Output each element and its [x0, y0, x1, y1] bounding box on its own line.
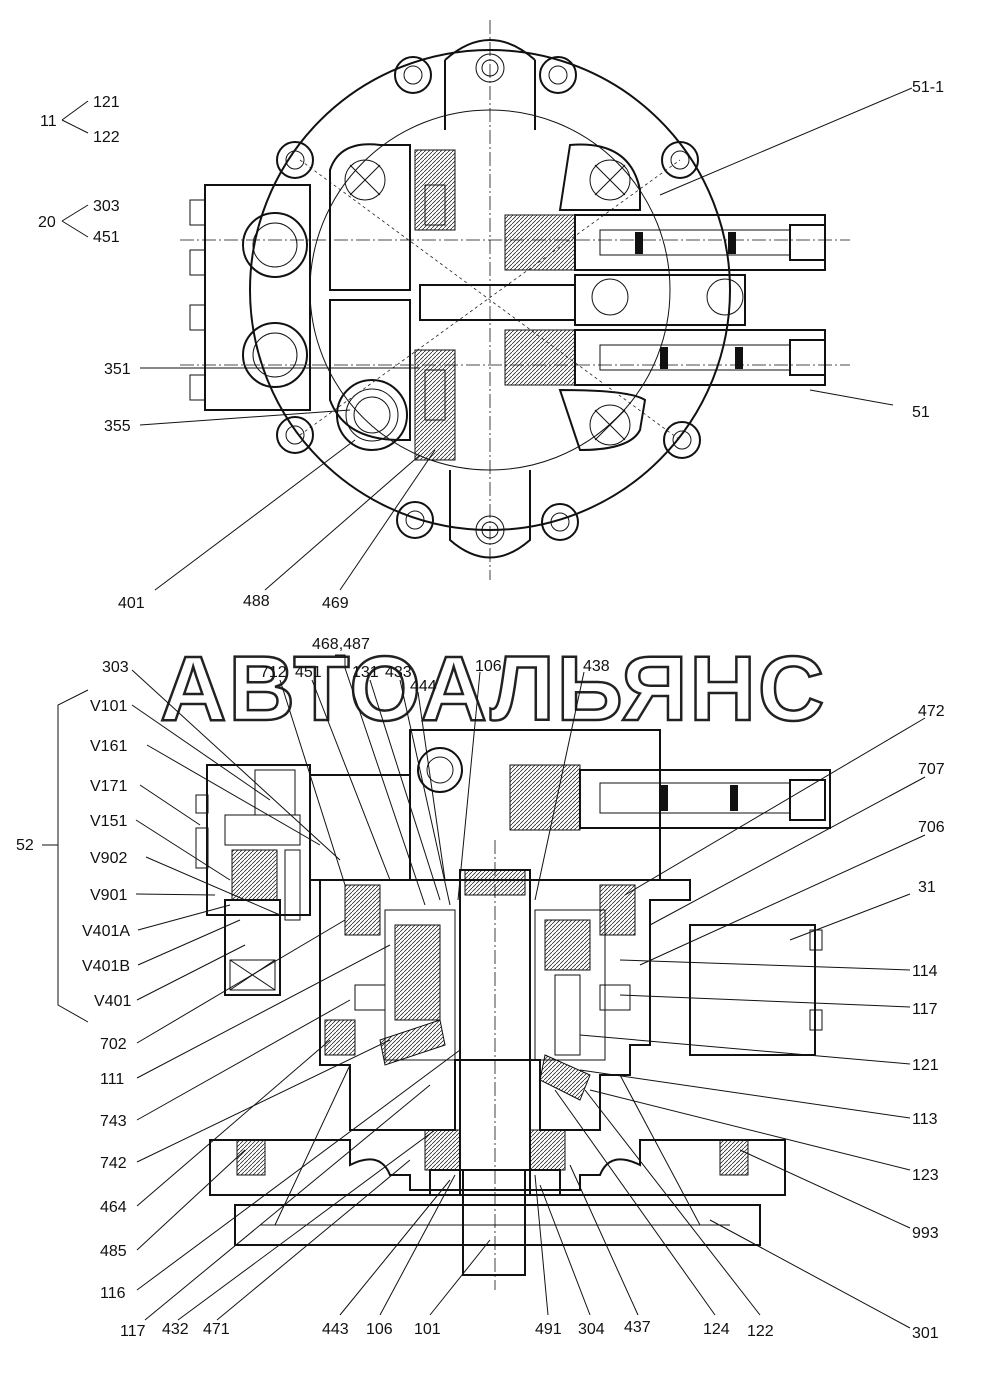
callout-V401A: V401A: [82, 923, 130, 940]
callout-11: 11: [40, 113, 57, 130]
callout-438: 438: [583, 658, 610, 675]
callout-106-bottom: 106: [366, 1321, 393, 1338]
callout-116: 116: [100, 1285, 126, 1302]
callout-743: 743: [100, 1113, 127, 1130]
callout-471: 471: [203, 1321, 230, 1338]
section-view: [195, 729, 831, 1290]
callout-443: 443: [322, 1321, 349, 1338]
top-view: [180, 20, 850, 580]
callout-451: 451: [93, 229, 120, 246]
watermark-text: АВТОАЛЬЯНС: [160, 638, 826, 740]
callout-V101: V101: [90, 698, 127, 715]
callout-707: 707: [918, 761, 945, 778]
callout-468-487: 468,487: [312, 636, 370, 653]
callout-469: 469: [322, 595, 349, 612]
callout-433: 433: [385, 664, 412, 681]
callout-113: 113: [912, 1111, 938, 1128]
callout-303: 303: [93, 198, 120, 215]
callout-451-section: 451: [295, 664, 322, 681]
callout-31: 31: [918, 879, 936, 896]
callout-351: 351: [104, 361, 131, 378]
leader-lines: [42, 87, 926, 1329]
callout-485: 485: [100, 1243, 127, 1260]
callout-401: 401: [118, 595, 145, 612]
callout-702: 702: [100, 1036, 127, 1053]
callout-114: 114: [912, 963, 938, 980]
callout-131: 131: [352, 664, 379, 681]
callout-712: 712: [260, 664, 287, 681]
section-view-labels: 52 V101 V161 V171 V151 V902 V901 V401A V…: [16, 636, 945, 1342]
callout-706: 706: [918, 819, 945, 836]
callout-V151: V151: [90, 813, 127, 830]
callout-V401: V401: [94, 993, 131, 1010]
callout-V902: V902: [90, 850, 127, 867]
callout-111: 111: [100, 1071, 124, 1088]
flange-bolt-holes: [276, 56, 701, 541]
callout-V161: V161: [90, 738, 127, 755]
callout-488: 488: [243, 593, 270, 610]
callout-444: 444: [410, 678, 437, 695]
callout-106-top: 106: [475, 658, 502, 675]
callout-122-bottom: 122: [747, 1323, 774, 1340]
relief-valve-lower: [504, 329, 826, 386]
callout-121: 121: [93, 94, 120, 111]
callout-V901: V901: [90, 887, 127, 904]
callout-742: 742: [100, 1155, 127, 1172]
callout-122: 122: [93, 129, 120, 146]
relief-valve-upper: [504, 214, 826, 271]
callout-355: 355: [104, 418, 131, 435]
callout-101: 101: [414, 1321, 441, 1338]
callout-464: 464: [100, 1199, 127, 1216]
callout-V171: V171: [90, 778, 127, 795]
callout-121-section: 121: [912, 1057, 939, 1074]
callout-117-bottom: 117: [120, 1323, 146, 1340]
callout-491: 491: [535, 1321, 562, 1338]
callout-303-section: 303: [102, 659, 129, 676]
top-view-labels: 11 121 122 20 303 451 51-1 351 355 51 40…: [38, 79, 944, 612]
callout-51-1: 51-1: [912, 79, 944, 96]
callout-52: 52: [16, 837, 34, 854]
callout-V401B: V401B: [82, 958, 130, 975]
callout-304: 304: [578, 1321, 605, 1338]
callout-124: 124: [703, 1321, 730, 1338]
callout-432: 432: [162, 1321, 189, 1338]
callout-20: 20: [38, 214, 56, 231]
callout-51: 51: [912, 404, 930, 421]
callout-301: 301: [912, 1325, 939, 1342]
callout-437: 437: [624, 1319, 651, 1336]
callout-117-right: 117: [912, 1001, 938, 1018]
callout-123: 123: [912, 1167, 939, 1184]
callout-993: 993: [912, 1225, 939, 1242]
callout-472: 472: [918, 703, 945, 720]
